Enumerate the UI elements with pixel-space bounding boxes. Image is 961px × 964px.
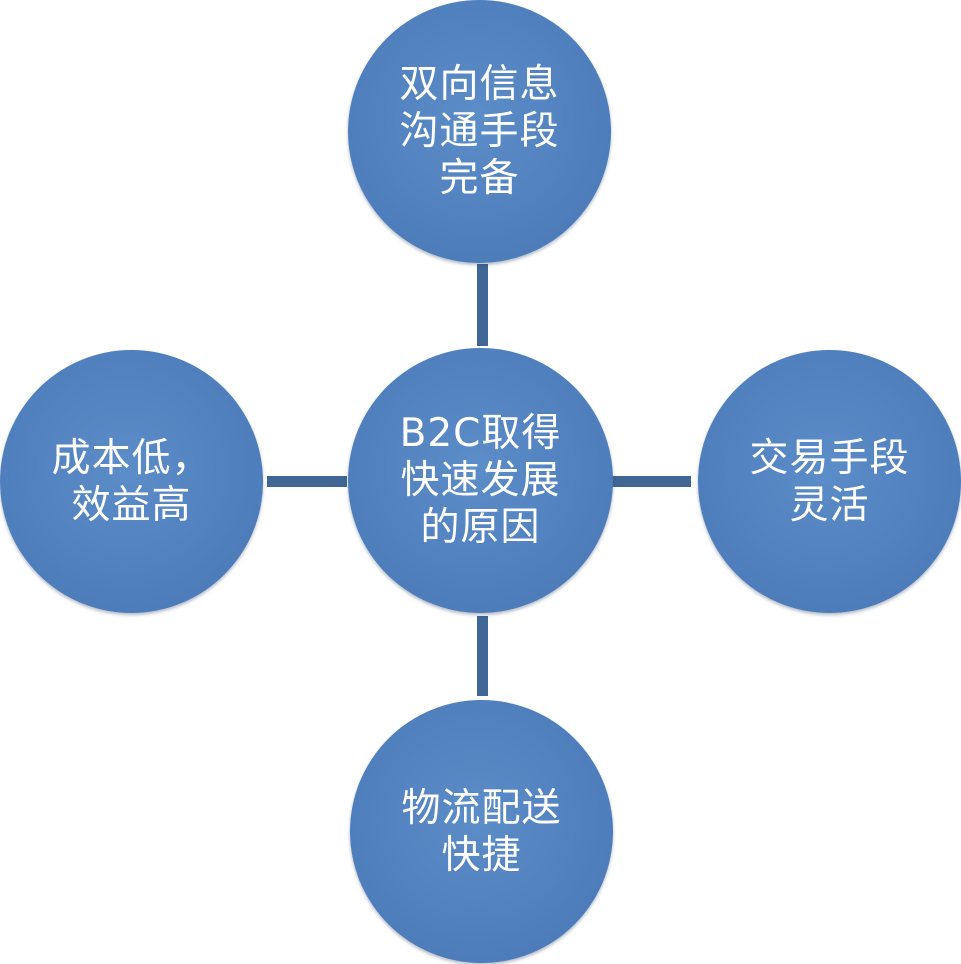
- node-left-label: 成本低， 效益高: [51, 435, 212, 528]
- node-top: 双向信息 沟通手段 完备: [348, 0, 611, 263]
- connector-top: [477, 264, 488, 346]
- node-top-label: 双向信息 沟通手段 完备: [399, 62, 560, 201]
- connector-bottom: [477, 616, 488, 696]
- node-left: 成本低， 效益高: [0, 350, 263, 613]
- node-center-label: B2C取得 快速发展 的原因: [399, 411, 562, 550]
- node-center: B2C取得 快速发展 的原因: [348, 348, 613, 613]
- connector-right: [612, 476, 691, 487]
- node-bottom: 物流配送 快捷: [350, 700, 613, 963]
- node-right: 交易手段 灵活: [698, 350, 961, 613]
- connector-left: [267, 476, 347, 487]
- node-right-label: 交易手段 灵活: [749, 435, 910, 528]
- node-bottom-label: 物流配送 快捷: [401, 785, 562, 878]
